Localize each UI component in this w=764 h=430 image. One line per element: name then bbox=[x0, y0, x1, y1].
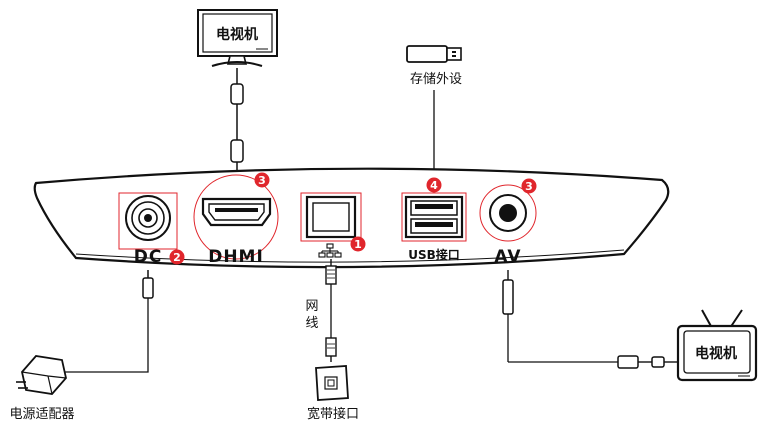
dc-badge: 2 bbox=[169, 249, 185, 265]
tv-top: 电视机 bbox=[197, 9, 278, 84]
adapter-label: 电源适配器 bbox=[9, 407, 74, 422]
av-cable bbox=[502, 270, 680, 369]
power-adapter-icon bbox=[16, 355, 67, 395]
network-icon bbox=[318, 243, 342, 258]
wall-socket-icon bbox=[315, 365, 349, 401]
tv-top-label: 电视机 bbox=[216, 26, 258, 43]
cable-label-char1: 网 bbox=[305, 299, 318, 314]
usb-badge-number: 4 bbox=[430, 179, 438, 192]
usb-badge: 4 bbox=[426, 177, 442, 193]
dc-badge-number: 2 bbox=[173, 251, 181, 264]
power-cable bbox=[64, 270, 154, 373]
dc-port: DC 2 bbox=[118, 192, 185, 267]
tv-icon bbox=[197, 9, 278, 84]
hdmi-cable bbox=[230, 83, 244, 172]
tv-right: 电视机 bbox=[676, 309, 758, 382]
lan-badge: 1 bbox=[350, 236, 366, 252]
usb-port: USB接口 4 bbox=[401, 177, 467, 262]
broadband-label: 宽带接口 bbox=[307, 406, 359, 422]
av-port: AV 3 bbox=[479, 178, 537, 267]
usb-device-label: 存储外设 bbox=[410, 72, 462, 87]
cable-label-char2: 线 bbox=[305, 316, 318, 331]
dc-port-label: DC bbox=[134, 247, 163, 267]
tv-right-label: 电视机 bbox=[695, 345, 737, 362]
crt-tv-icon bbox=[676, 309, 758, 382]
hdmi-port: DHMI 3 bbox=[193, 172, 279, 267]
hdmi-port-label: DHMI bbox=[208, 247, 264, 267]
usb-stick-icon bbox=[406, 45, 462, 63]
hdmi-badge-number: 3 bbox=[258, 174, 266, 187]
hdmi-badge: 3 bbox=[254, 172, 270, 188]
av-badge: 3 bbox=[521, 178, 537, 194]
lan-port: 1 bbox=[300, 192, 366, 258]
av-badge-number: 3 bbox=[525, 180, 533, 193]
usb-port-label: USB接口 bbox=[408, 247, 460, 262]
av-port-label: AV bbox=[494, 247, 521, 267]
usb-device: 存储外设 bbox=[406, 45, 462, 184]
network-cable bbox=[325, 259, 337, 362]
lan-badge-number: 1 bbox=[354, 238, 362, 251]
